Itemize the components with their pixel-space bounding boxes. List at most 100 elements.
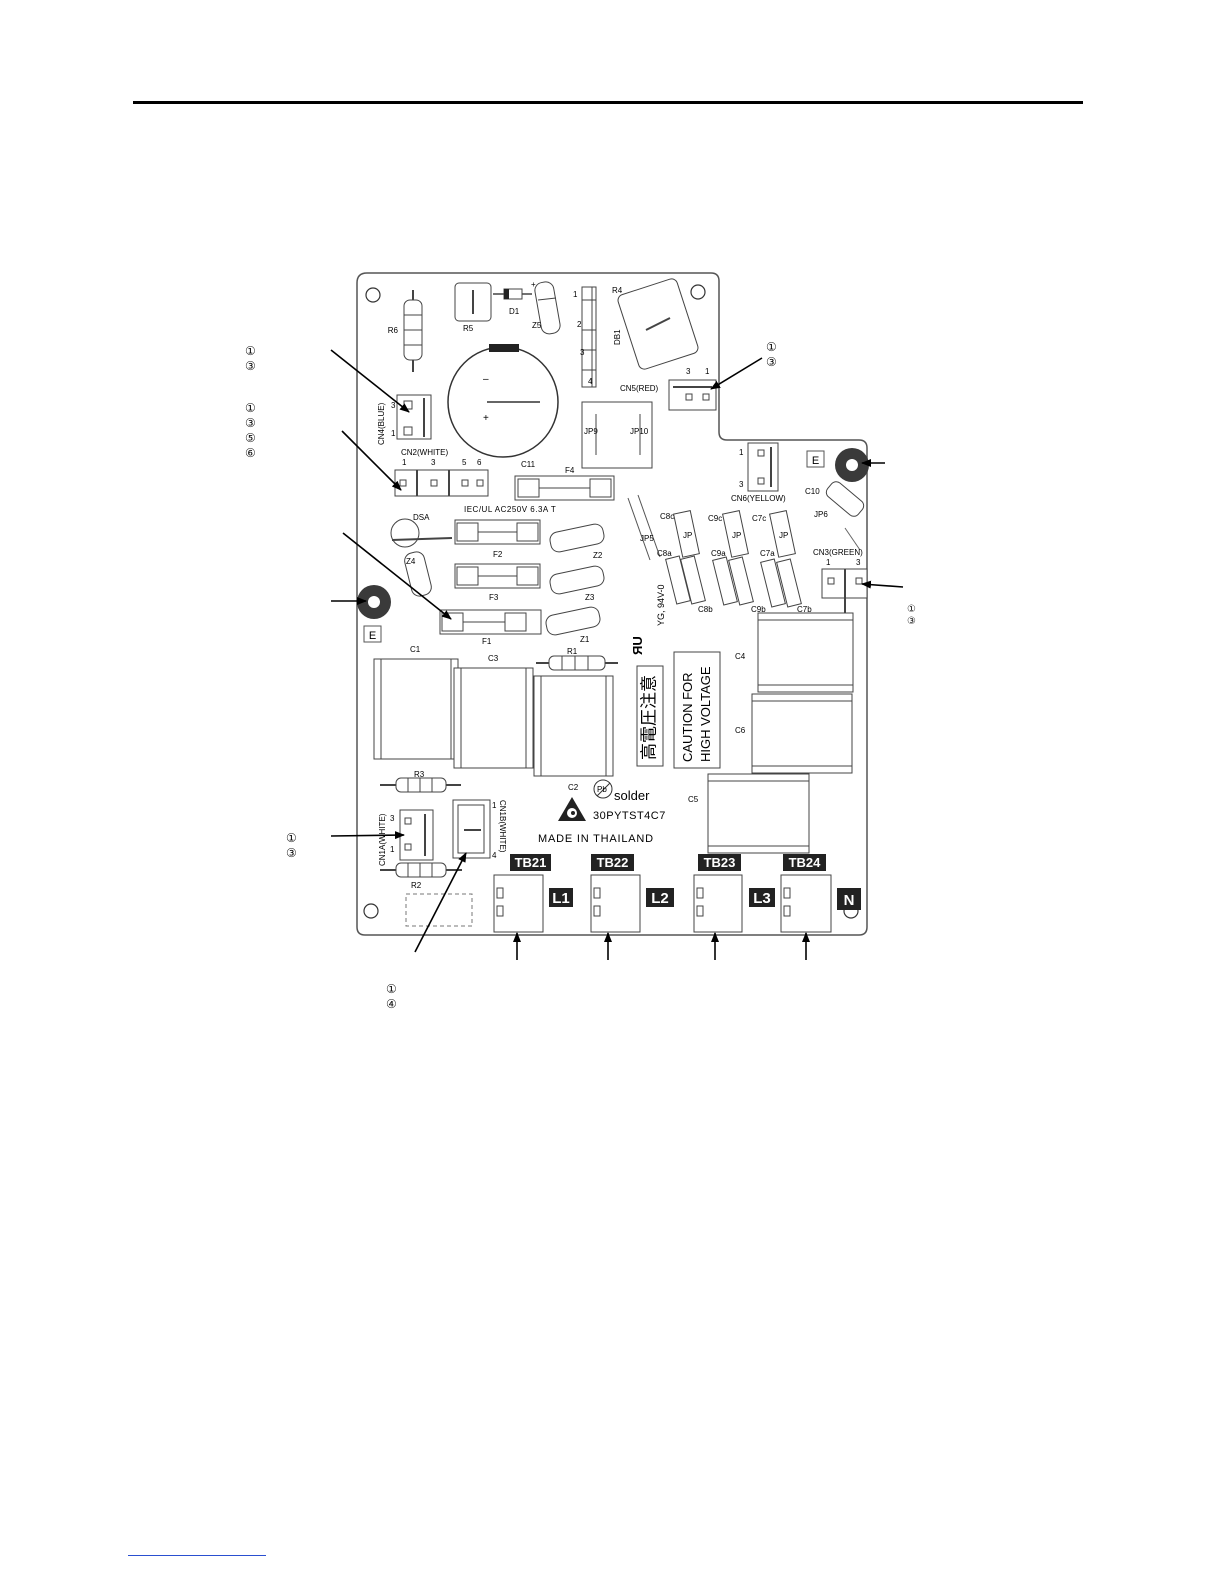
callout-cn3-pins: ① ③	[907, 604, 916, 628]
label-c11: C11	[521, 460, 536, 469]
callout-cn3-pin-b: ③	[907, 616, 916, 627]
resistor-r3: R3	[380, 770, 461, 793]
label-db1: DB1	[613, 329, 622, 345]
label-jp5: JP5	[640, 534, 654, 543]
connector-cn1a: CN1A(WHITE) 3 1	[378, 809, 434, 866]
label-cn6: CN6(YELLOW)	[731, 494, 786, 503]
terminal-tb23-label: TB23	[704, 855, 736, 870]
connector-cn2: CN2(WHITE) 1 3 5 6	[394, 448, 489, 497]
callout-cn5-pin-a: ①	[766, 340, 777, 354]
terminal-tb21-phase: L1	[552, 890, 570, 907]
label-c9c: C9c	[708, 514, 722, 523]
callout-cn1a-pin-a: ①	[286, 831, 297, 845]
varistor-z5: Z5	[532, 281, 561, 335]
callout-cn2-pin-a: ①	[245, 401, 256, 415]
capacitor-c4: C4	[735, 612, 854, 693]
label-r6: R6	[388, 326, 399, 335]
callout-cn1b-pin-b: ④	[386, 997, 397, 1011]
footer-link-underline	[128, 1555, 266, 1556]
caution-jp-text: 高電圧注意	[639, 675, 658, 760]
svg-text:1: 1	[826, 558, 831, 567]
callout-cn1a-pin-b: ③	[286, 846, 297, 860]
ground-label-right: E	[812, 455, 819, 467]
svg-text:3: 3	[390, 814, 395, 823]
connector-cn1b: CN1B(WHITE) 1 4	[452, 799, 507, 860]
svg-text:1: 1	[390, 845, 395, 854]
label-dsa: DSA	[413, 513, 430, 522]
callout-cn1a-pins: ① ③	[286, 831, 297, 861]
connector-cn3: CN3(GREEN) 1 3	[813, 548, 868, 620]
callout-arrows	[330, 349, 904, 960]
ground-lug-left: E	[357, 585, 391, 643]
connector-cn5: 3 1 CN5(RED)	[620, 367, 717, 411]
label-r5: R5	[463, 324, 474, 333]
terminal-tb24-phase: N	[844, 892, 855, 909]
svg-text:3: 3	[856, 558, 861, 567]
solder-text: solder	[614, 788, 650, 803]
arrow-cn5	[710, 357, 763, 390]
svg-text:1: 1	[573, 290, 578, 299]
label-f3: F3	[489, 593, 499, 602]
label-c5: C5	[688, 795, 699, 804]
svg-text:1: 1	[402, 458, 407, 467]
svg-text:1: 1	[391, 429, 396, 438]
ground-label-left: E	[369, 630, 376, 642]
capacitor-group-c8: C8c JP C8a C8b	[657, 510, 713, 614]
caution-en-line1: CAUTION FOR	[680, 672, 695, 762]
svg-text:1: 1	[492, 801, 497, 810]
label-cn1b: CN1B(WHITE)	[498, 800, 507, 853]
capacitor-c3: C3	[453, 654, 534, 769]
terminal-tb22-phase: L2	[651, 890, 669, 907]
terminal-tb23: TB23 L3	[693, 854, 775, 933]
label-z5: Z5	[532, 321, 542, 330]
label-c7a: C7a	[760, 549, 775, 558]
varistor-z3: Z3	[549, 565, 605, 602]
label-jp-c9: JP	[732, 531, 741, 540]
callout-cn1b-pins: ① ④	[386, 982, 397, 1012]
terminal-tb22: TB22 L2	[590, 854, 674, 933]
label-r2: R2	[411, 881, 422, 890]
arrow-cn2	[341, 430, 402, 491]
fuse-rating: IEC/UL AC250V 6.3A T	[464, 505, 556, 514]
terminal-tb23-phase: L3	[753, 890, 771, 907]
label-cn3: CN3(GREEN)	[813, 548, 863, 557]
caution-en-box: CAUTION FOR HIGH VOLTAGE	[673, 651, 721, 769]
caution-en-line2: HIGH VOLTAGE	[698, 666, 713, 762]
label-jp9: JP9	[584, 427, 598, 436]
surge-absorber-dsa: DSA	[390, 513, 453, 548]
label-f1: F1	[482, 637, 492, 646]
label-c8a: C8a	[657, 549, 672, 558]
label-cn1a: CN1A(WHITE)	[378, 813, 387, 866]
label-c9b: C9b	[751, 605, 766, 614]
jumper-jp9-jp10: JP9 JP10	[581, 401, 653, 469]
fuse-f4: F4	[514, 466, 615, 501]
fuse-f2: F2	[454, 519, 541, 559]
diode-d1: + D1	[493, 280, 536, 316]
label-cn5: CN5(RED)	[620, 384, 659, 393]
capacitor-c6: C6	[735, 693, 853, 774]
label-c10: C10	[805, 487, 820, 496]
label-z1: Z1	[580, 635, 590, 644]
svg-text:3: 3	[739, 480, 744, 489]
resistor-r5: R5	[454, 282, 492, 333]
pb-free-mark: Pb solder	[593, 779, 650, 803]
ground-lug-right: E	[806, 448, 869, 482]
svg-text:1: 1	[739, 448, 744, 457]
header-rule	[133, 101, 1083, 104]
svg-text:6: 6	[477, 458, 482, 467]
label-r4: R4	[612, 286, 623, 295]
callout-cn2-pin-b: ③	[245, 416, 256, 430]
svg-text:3: 3	[580, 348, 585, 357]
label-f4: F4	[565, 466, 575, 475]
capacitor-group-c7: C7c JP C7a C7b	[752, 510, 812, 614]
svg-text:+: +	[531, 280, 536, 289]
callout-cn4-pin-b: ③	[245, 359, 256, 373]
model-code: 30PYTST4C7	[593, 810, 666, 822]
terminal-tb21-label: TB21	[515, 855, 547, 870]
label-c7c: C7c	[752, 514, 766, 523]
label-jp-c8: JP	[683, 531, 692, 540]
capacitor-c11: – + C11	[447, 344, 559, 469]
label-c1: C1	[410, 645, 421, 654]
terminal-tb24-label: TB24	[789, 855, 822, 870]
